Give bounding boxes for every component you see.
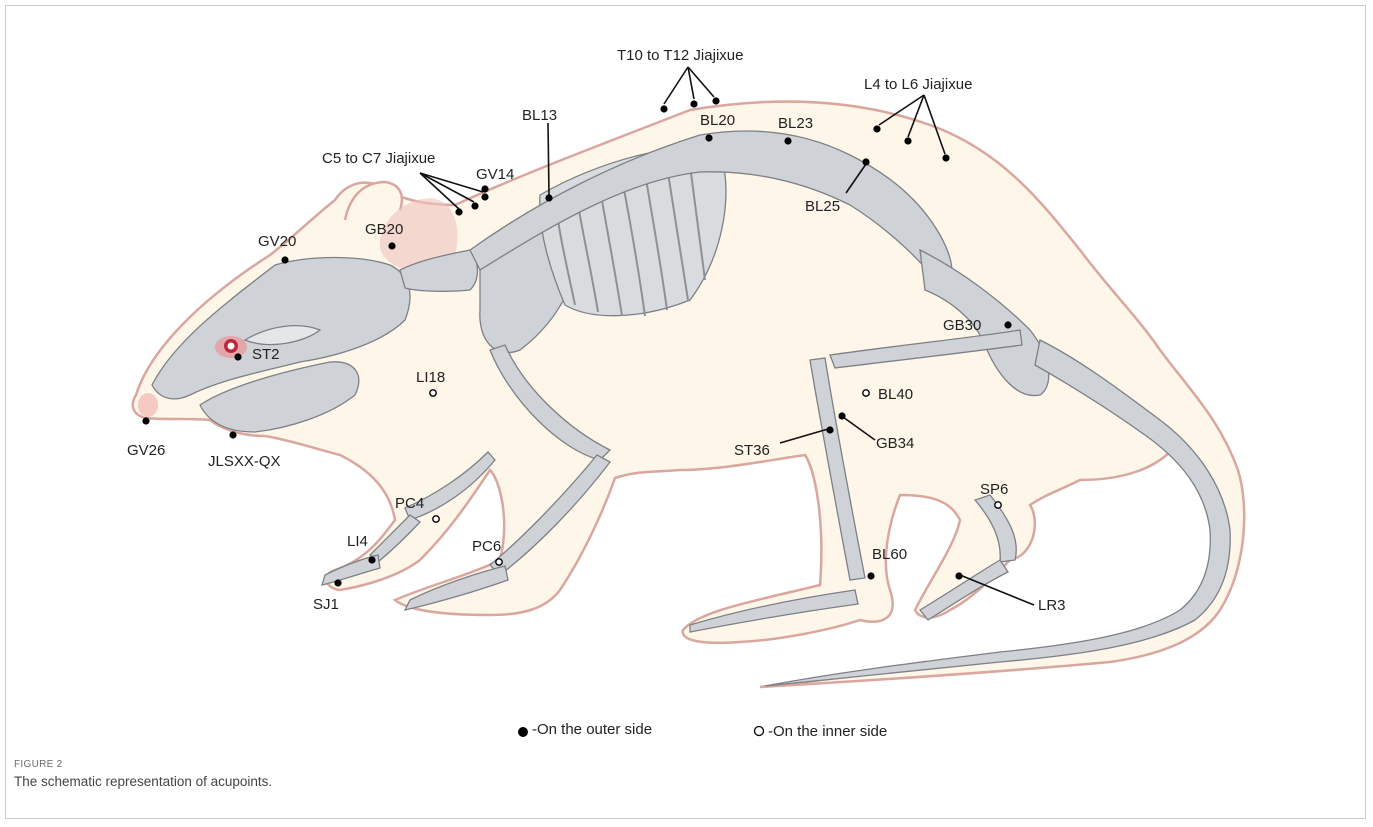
point-sp6 <box>995 502 1001 508</box>
point-bl13 <box>545 194 552 201</box>
point-c6 <box>471 202 478 209</box>
label-c5-c7: C5 to C7 Jiajixue <box>322 150 435 167</box>
point-t11 <box>690 100 697 107</box>
label-l4-l6: L4 to L6 Jiajixue <box>864 76 972 93</box>
point-gb20 <box>388 242 395 249</box>
point-t10 <box>660 105 667 112</box>
label-jlsxx-qx: JLSXX-QX <box>208 453 281 470</box>
label-li18: LI18 <box>416 369 445 386</box>
label-pc6: PC6 <box>472 538 501 555</box>
label-gv26: GV26 <box>127 442 165 459</box>
point-bl60 <box>867 572 874 579</box>
figure-caption: The schematic representation of acupoint… <box>14 774 272 789</box>
label-bl13: BL13 <box>522 107 557 124</box>
point-jlsxx-qx <box>229 431 236 438</box>
label-st36: ST36 <box>734 442 770 459</box>
point-bl23 <box>784 137 791 144</box>
label-bl25: BL25 <box>805 198 840 215</box>
label-st2: ST2 <box>252 346 280 363</box>
point-gb30 <box>1004 321 1011 328</box>
legend-inner-marker <box>755 727 764 736</box>
nose-highlight <box>138 393 158 417</box>
point-pc6 <box>496 559 502 565</box>
point-l5 <box>904 137 911 144</box>
label-pc4: PC4 <box>395 495 424 512</box>
label-gv14: GV14 <box>476 166 514 183</box>
point-li4 <box>368 556 375 563</box>
point-gv26 <box>142 417 149 424</box>
label-bl20: BL20 <box>700 112 735 129</box>
point-pc4 <box>433 516 439 522</box>
figure-caption-block: FIGURE 2 The schematic representation of… <box>14 759 272 789</box>
label-lr3: LR3 <box>1038 597 1066 614</box>
label-gb34: GB34 <box>876 435 914 452</box>
point-gv14 <box>481 185 488 192</box>
label-bl23: BL23 <box>778 115 813 132</box>
point-l6 <box>942 154 949 161</box>
point-lr3 <box>955 572 962 579</box>
point-st2 <box>234 353 241 360</box>
label-li4: LI4 <box>347 533 368 550</box>
st2-eye-highlight <box>215 336 247 358</box>
legend-outer-label: -On the outer side <box>532 721 652 738</box>
figure-number: FIGURE 2 <box>14 759 272 770</box>
point-st36 <box>826 426 833 433</box>
point-l4 <box>873 125 880 132</box>
point-bl20 <box>705 134 712 141</box>
point-gb34 <box>838 412 845 419</box>
label-gb20: GB20 <box>365 221 403 238</box>
legend-outer-marker <box>518 727 528 737</box>
label-bl40: BL40 <box>878 386 913 403</box>
label-t10-t12: T10 to T12 Jiajixue <box>617 47 743 64</box>
point-c5 <box>455 208 462 215</box>
point-c7 <box>481 193 488 200</box>
legend-inner-label: -On the inner side <box>768 723 887 740</box>
label-gv20: GV20 <box>258 233 296 250</box>
legend: -On the outer side -On the inner side <box>518 721 887 740</box>
label-bl60: BL60 <box>872 546 907 563</box>
label-sj1: SJ1 <box>313 596 339 613</box>
point-t12 <box>712 97 719 104</box>
point-sj1 <box>334 579 341 586</box>
point-gv20 <box>281 256 288 263</box>
label-sp6: SP6 <box>980 481 1008 498</box>
point-bl25 <box>862 158 869 165</box>
point-bl40 <box>863 390 869 396</box>
label-gb30: GB30 <box>943 317 981 334</box>
point-li18 <box>430 390 436 396</box>
